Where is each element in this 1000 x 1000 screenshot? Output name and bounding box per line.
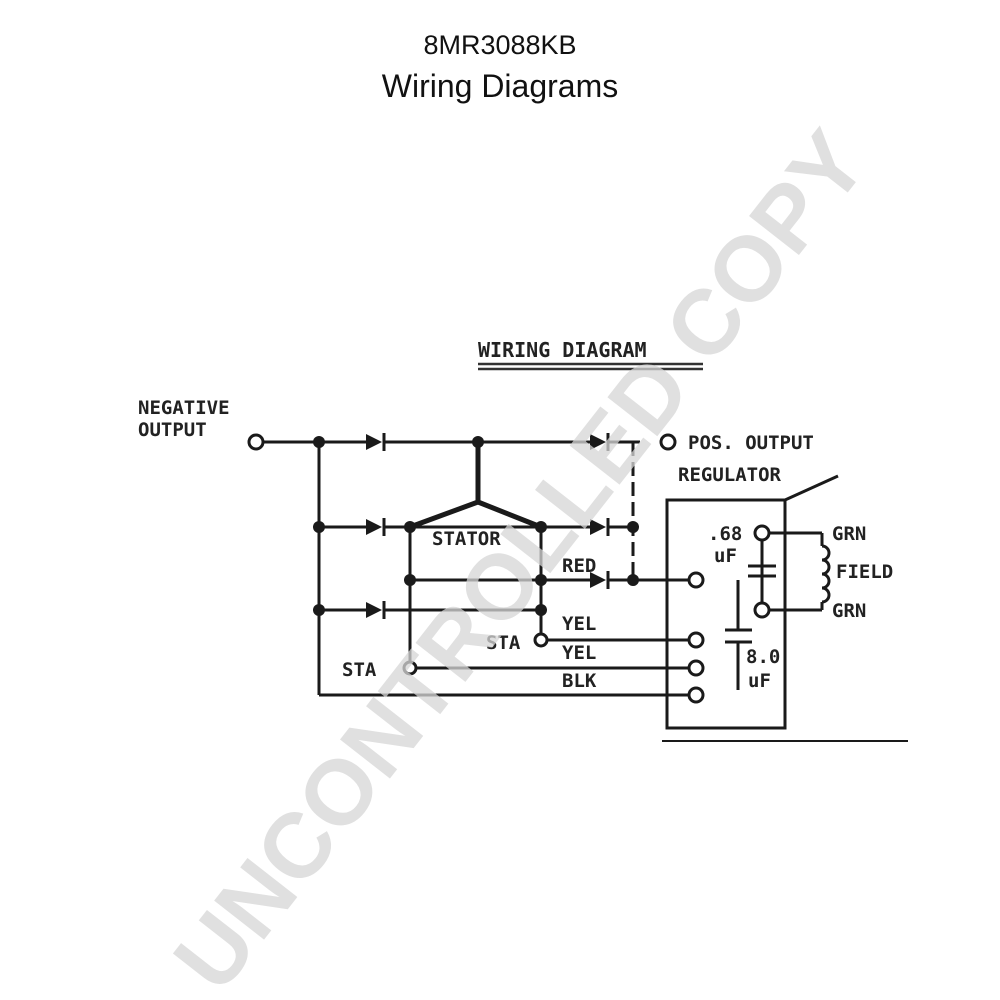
diode-1 xyxy=(366,433,386,451)
diode-5 xyxy=(590,571,610,589)
regulator-pointer xyxy=(784,474,839,502)
sta-inner-terminal xyxy=(533,632,549,648)
diode-6 xyxy=(366,601,386,619)
wires xyxy=(264,440,692,697)
field-coil xyxy=(769,531,831,612)
sta-outer-label: STA xyxy=(342,659,377,681)
diode-4 xyxy=(590,518,610,536)
negative-output-label-1: NEGATIVE xyxy=(138,397,230,419)
page-title: Wiring Diagrams xyxy=(381,68,619,104)
red-label: RED xyxy=(562,555,596,577)
pos-output-label: POS. OUTPUT xyxy=(688,432,814,454)
cap-large-unit: uF xyxy=(748,670,771,692)
watermark: UNCONTROLLED COPY xyxy=(155,113,887,1000)
pos-output-terminal xyxy=(659,433,677,451)
yel-label-2: YEL xyxy=(562,642,596,664)
cap-small-unit: uF xyxy=(714,545,737,567)
regulator-box xyxy=(665,498,787,730)
regulator-label: REGULATOR xyxy=(678,464,782,486)
regulator-internals xyxy=(725,540,776,690)
yel-label-1: YEL xyxy=(562,613,596,635)
negative-output-terminal xyxy=(247,433,265,451)
part-number: 8MR3088KB xyxy=(423,30,577,60)
negative-output-label-2: OUTPUT xyxy=(138,419,207,441)
terminals xyxy=(247,433,771,704)
field-label: FIELD xyxy=(836,561,893,583)
cap-large-value: 8.0 xyxy=(746,646,780,668)
grn-top-label: GRN xyxy=(832,523,866,545)
sta-outer-terminal xyxy=(402,660,418,676)
diagram-title: WIRING DIAGRAM xyxy=(478,338,647,362)
diode-3 xyxy=(366,518,386,536)
grn-bottom-label: GRN xyxy=(832,600,866,622)
cap-small-value: .68 xyxy=(708,523,742,545)
diodes xyxy=(366,433,610,619)
stator-label: STATOR xyxy=(432,528,501,550)
diode-2 xyxy=(590,433,610,451)
blk-label: BLK xyxy=(562,670,597,692)
junctions xyxy=(313,436,639,616)
sta-inner-label: STA xyxy=(486,632,521,654)
